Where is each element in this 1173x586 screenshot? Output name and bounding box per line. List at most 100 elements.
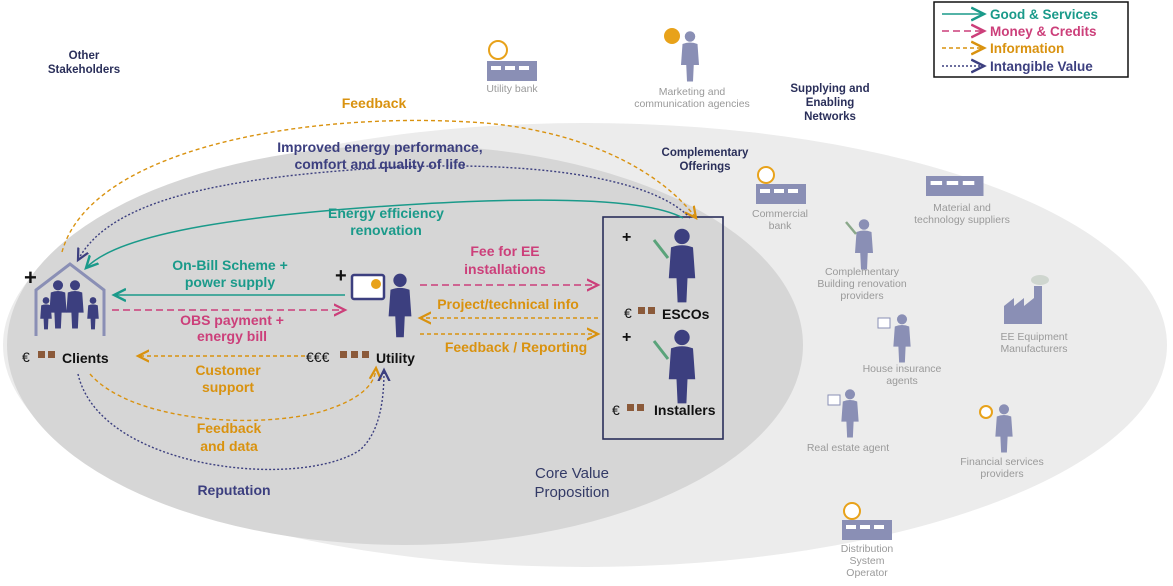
clients-actor: + € Clients — [22, 262, 109, 366]
compl-reno-label-l3: providers — [840, 290, 883, 302]
flow-reputation-arrow — [77, 370, 384, 471]
region-compl-l1: Complementary — [662, 147, 750, 159]
flow-eer-arrow — [86, 199, 684, 268]
flow-fee-label-l2: installations — [464, 261, 546, 277]
dso-building-icon — [842, 520, 892, 540]
clients-currency: € — [22, 349, 30, 365]
real-estate-label: Real estate agent — [807, 442, 889, 454]
material-label-l1: Material and — [933, 202, 991, 214]
euro-coin-icon — [488, 40, 508, 60]
flow-fdata-label-l2: and data — [200, 438, 258, 454]
installers-wrench-icon — [652, 340, 670, 360]
lightning-icon — [371, 279, 381, 289]
financial-coin-icon — [979, 405, 993, 419]
ee-equip-label-l2: Manufacturers — [1000, 343, 1067, 355]
utility-actor: + €€€ Utility — [306, 265, 415, 366]
flow-eer-label-l1: Energy efficiency — [328, 205, 444, 221]
dso-lightning-icon — [843, 502, 861, 520]
escos-plus: + — [622, 229, 631, 246]
region-other-l1: Other — [69, 50, 100, 62]
utility-hourglass-icon — [340, 351, 369, 358]
escos-wrench-icon — [652, 239, 670, 259]
region-core-l2: Proposition — [534, 484, 609, 501]
legend-goods: Good & Services — [990, 7, 1098, 22]
flow-improved-arrow — [78, 165, 691, 260]
escos-hourglass-icon — [638, 307, 655, 314]
stakeholder-real-estate: Real estate agent — [807, 389, 889, 454]
legend-intangible: Intangible Value — [990, 59, 1093, 74]
legend-money: Money & Credits — [990, 24, 1097, 39]
stakeholder-utility-bank: Utility bank — [486, 40, 538, 95]
installers-plus: + — [622, 329, 631, 346]
utility-currency: €€€ — [306, 349, 330, 365]
stakeholder-complementary-renovation: Complementary Building renovation provid… — [817, 219, 907, 302]
region-core-l1: Core Value — [535, 465, 609, 482]
stakeholder-ee-equipment: EE Equipment Manufacturers — [1000, 275, 1068, 355]
clients-plus: + — [24, 265, 37, 290]
flow-improved-label-l2: comfort and quality of life — [294, 156, 465, 172]
region-supply-l2: Enabling — [806, 97, 855, 109]
speech-bubble-icon — [664, 28, 680, 44]
installers-actor: + € Installers — [612, 329, 716, 418]
bank-building-icon — [487, 61, 537, 81]
flow-feedback-label: Feedback — [342, 95, 407, 111]
stakeholder-commercial-bank: Commercial bank — [752, 166, 808, 232]
renovation-wrench-icon — [845, 221, 857, 235]
flow-obspay-label-l1: OBS payment + — [180, 312, 284, 328]
stakeholder-marketing: Marketing and communication agencies — [634, 28, 750, 110]
commercial-euro-icon — [757, 166, 775, 184]
flow-obs-label-l2: power supply — [185, 274, 275, 290]
smoke-icon — [1031, 275, 1049, 285]
financial-label-l2: providers — [980, 468, 1023, 480]
ee-equip-label-l1: EE Equipment — [1000, 331, 1067, 343]
dso-label-l2: System — [849, 555, 884, 567]
marketing-label-l2: communication agencies — [634, 98, 750, 110]
escos-installers-box — [602, 216, 724, 440]
flow-eer-label-l2: renovation — [350, 222, 422, 238]
region-supply-l3: Networks — [804, 111, 856, 123]
flow-feedrep-label: Feedback / Reporting — [445, 339, 587, 355]
marketing-label-l1: Marketing and — [659, 86, 726, 98]
flow-fdata-arrow — [89, 368, 376, 422]
installers-label: Installers — [654, 402, 716, 418]
house-label-l1: House insurance — [863, 363, 942, 375]
legend: Good & Services Money & Credits Informat… — [933, 1, 1129, 78]
commercial-label-l1: Commercial — [752, 208, 808, 220]
region-supply-l1: Supplying and — [790, 83, 869, 95]
financial-label-l1: Financial services — [960, 456, 1043, 468]
flow-feedback-arrow — [61, 119, 696, 253]
realestate-chart-icon — [827, 394, 841, 406]
utility-plus: + — [335, 265, 347, 287]
region-other-l2: Stakeholders — [48, 64, 120, 76]
region-compl-l2: Offerings — [679, 161, 730, 173]
utility-bank-label: Utility bank — [486, 83, 538, 95]
material-building-icon — [926, 176, 984, 196]
house-icon — [34, 262, 106, 336]
insurance-doc-icon — [877, 317, 891, 329]
factory-icon — [1004, 286, 1042, 324]
installers-hourglass-icon — [627, 404, 644, 411]
installers-currency: € — [612, 402, 620, 418]
stakeholder-material-suppliers: Material and technology suppliers — [914, 176, 1010, 226]
escos-actor: + € ESCOs — [622, 228, 710, 322]
flow-obspay-label-l2: energy bill — [197, 328, 267, 344]
flow-support-label-l1: Customer — [195, 362, 261, 378]
commercial-label-l2: bank — [769, 220, 793, 232]
stakeholder-financial-services: Financial services providers — [960, 404, 1044, 480]
flow-obs-label-l1: On-Bill Scheme + — [172, 257, 288, 273]
compl-reno-label-l1: Complementary — [825, 266, 900, 278]
hourglass-icon — [38, 351, 55, 358]
material-label-l2: technology suppliers — [914, 214, 1010, 226]
flow-improved-label-l1: Improved energy performance, — [277, 139, 482, 155]
flow-support-label-l2: support — [202, 379, 254, 395]
flow-reputation-label: Reputation — [197, 482, 270, 498]
stakeholder-house-insurance: House insurance agents — [863, 314, 942, 387]
flow-project-label: Project/technical info — [437, 296, 579, 312]
flow-fdata-label-l1: Feedback — [197, 420, 262, 436]
compl-reno-label-l2: Building renovation — [817, 278, 906, 290]
stakeholder-dso: Distribution System Operator — [841, 502, 894, 579]
flow-fee-label-l1: Fee for EE — [470, 243, 539, 259]
dso-label-l1: Distribution — [841, 543, 894, 555]
clients-label: Clients — [62, 350, 109, 366]
